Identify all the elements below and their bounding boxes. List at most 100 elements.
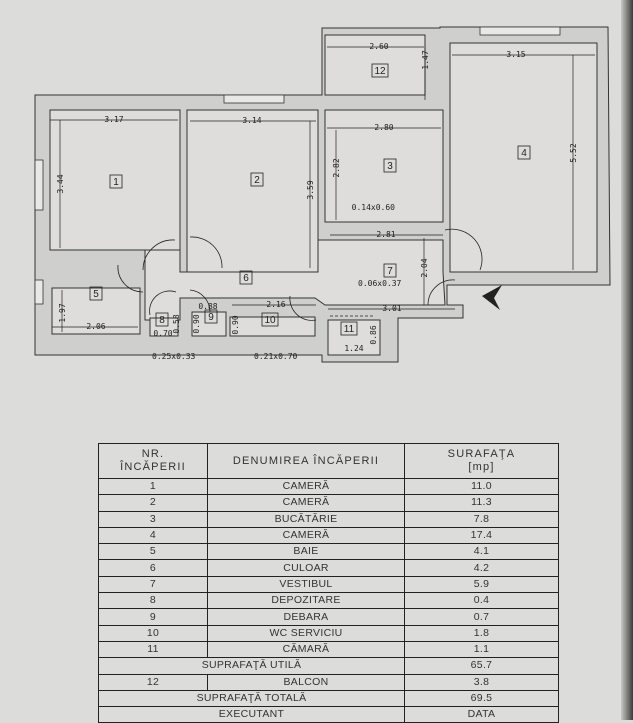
cell-nr: 5 bbox=[98, 543, 208, 561]
room-number: 7 bbox=[387, 266, 393, 277]
window bbox=[34, 279, 44, 305]
door bbox=[142, 239, 176, 271]
header-nr-line2: ÎNCĂPERII bbox=[120, 461, 186, 473]
dimension-label: 3.14 bbox=[242, 116, 261, 125]
room-number: 4 bbox=[521, 148, 527, 159]
cell-name: BUCĂTĂRIE bbox=[207, 510, 405, 528]
cell-name: BALCON bbox=[207, 673, 405, 691]
rooms-table: NR.ÎNCĂPERII DENUMIREA ÎNCĂPERII SURAFAŢ… bbox=[98, 443, 559, 723]
dimension-label: 0.88 bbox=[198, 302, 217, 311]
floor-plan: 1 2 3 4 5 6 7 8 9 10 11 12 3.17 3.14 2.8… bbox=[34, 26, 611, 363]
header-area-label: SURAFAŢA bbox=[447, 448, 516, 460]
dimension-lines bbox=[50, 46, 595, 332]
cell-area: 4.2 bbox=[404, 559, 559, 577]
room-number: 1 bbox=[113, 177, 119, 188]
cell-nr: 2 bbox=[98, 494, 208, 512]
cell-nr: 12 bbox=[98, 673, 208, 691]
room-5 bbox=[51, 287, 141, 335]
dimension-labels: 3.17 3.14 2.80 3.15 2.60 1.47 3.44 3.59 … bbox=[56, 42, 578, 361]
room-number: 11 bbox=[344, 324, 355, 335]
dimension-label: 3.59 bbox=[306, 180, 315, 199]
dimension-label: 2.04 bbox=[420, 258, 429, 277]
page-edge-shadow bbox=[621, 0, 633, 720]
room-9 bbox=[191, 311, 227, 337]
cell-name: DEPOZITARE bbox=[207, 592, 405, 610]
dimension-label: 2.60 bbox=[369, 42, 388, 51]
date-label: DATA bbox=[404, 706, 559, 723]
dimension-label: 1.47 bbox=[421, 50, 430, 69]
room-8 bbox=[149, 317, 179, 337]
useful-area-label: SUPRAFAŢĂ UTILĂ bbox=[98, 657, 405, 675]
dimension-label: 0.90 bbox=[231, 315, 240, 334]
cell-name: VESTIBUL bbox=[207, 575, 405, 594]
dimension-label: 1.24 bbox=[344, 344, 363, 353]
room-number: 12 bbox=[374, 66, 386, 77]
dimension-label: 2.06 bbox=[86, 322, 105, 331]
cell-area: 5.9 bbox=[404, 575, 559, 594]
door bbox=[189, 289, 211, 313]
room-1 bbox=[49, 109, 181, 251]
dimension-label: 3.44 bbox=[56, 174, 65, 193]
total-area-value: 69.5 bbox=[404, 689, 559, 708]
niche-label: 0.25x0.33 bbox=[152, 352, 196, 361]
cell-nr: 3 bbox=[98, 510, 208, 528]
dimension-label: 2.81 bbox=[376, 230, 395, 239]
room-number: 8 bbox=[159, 315, 165, 326]
cell-name: CAMERĂ bbox=[207, 477, 405, 496]
room-2 bbox=[186, 109, 319, 273]
cell-name: CULOAR bbox=[207, 559, 405, 577]
cell-area: 4.1 bbox=[404, 543, 559, 561]
header-nr: NR.ÎNCĂPERII bbox=[98, 443, 208, 479]
cell-nr: 10 bbox=[98, 624, 208, 642]
niche-label: 0.21x0.70 bbox=[254, 352, 298, 361]
cell-area: 0.7 bbox=[404, 608, 559, 626]
door bbox=[117, 264, 144, 293]
dimension-label: 2.80 bbox=[374, 123, 393, 132]
door bbox=[149, 290, 177, 316]
dimension-label: 0.58 bbox=[172, 314, 181, 333]
header-name: DENUMIREA ÎNCĂPERII bbox=[207, 443, 405, 479]
window bbox=[479, 26, 561, 36]
cell-area: 0.4 bbox=[404, 592, 559, 610]
header-area: SURAFAŢA[mp] bbox=[404, 443, 559, 479]
door bbox=[444, 228, 483, 271]
hall-6-7 bbox=[144, 239, 446, 321]
niche-label: 0.06x0.37 bbox=[358, 279, 402, 288]
cell-name: CAMERĂ bbox=[207, 494, 405, 512]
dimension-label: 1.97 bbox=[58, 303, 67, 322]
dimension-label: 2.82 bbox=[332, 158, 341, 177]
cell-area: 1.8 bbox=[404, 624, 559, 642]
cell-area: 3.8 bbox=[404, 673, 559, 691]
door bbox=[289, 295, 317, 321]
cell-name: DEBARA bbox=[207, 608, 405, 626]
cell-area: 17.4 bbox=[404, 526, 559, 545]
total-area-label: SUPRAFAŢĂ TOTALĂ bbox=[98, 689, 405, 708]
cell-name: BAIE bbox=[207, 543, 405, 561]
room-number: 6 bbox=[243, 273, 249, 284]
cell-name: CAMERĂ bbox=[207, 526, 405, 545]
cell-nr: 4 bbox=[98, 526, 208, 545]
cell-area: 11.3 bbox=[404, 494, 559, 512]
north-arrow-icon bbox=[482, 285, 502, 310]
room-number: 2 bbox=[254, 175, 260, 186]
cell-nr: 7 bbox=[98, 575, 208, 594]
cell-area: 11.0 bbox=[404, 477, 559, 496]
header-area-unit: [mp] bbox=[468, 461, 495, 473]
cell-name: CĂMARĂ bbox=[207, 640, 405, 659]
dimension-label: 3.17 bbox=[104, 115, 123, 124]
room-number: 5 bbox=[93, 289, 99, 300]
room-12-balcony bbox=[324, 34, 426, 96]
dimension-label: 0.70 bbox=[153, 329, 172, 338]
door bbox=[427, 279, 456, 306]
header-nr-line1: NR. bbox=[141, 448, 165, 460]
table-header: NR.ÎNCĂPERII DENUMIREA ÎNCĂPERII SURAFAŢ… bbox=[98, 443, 559, 479]
window bbox=[34, 159, 44, 211]
